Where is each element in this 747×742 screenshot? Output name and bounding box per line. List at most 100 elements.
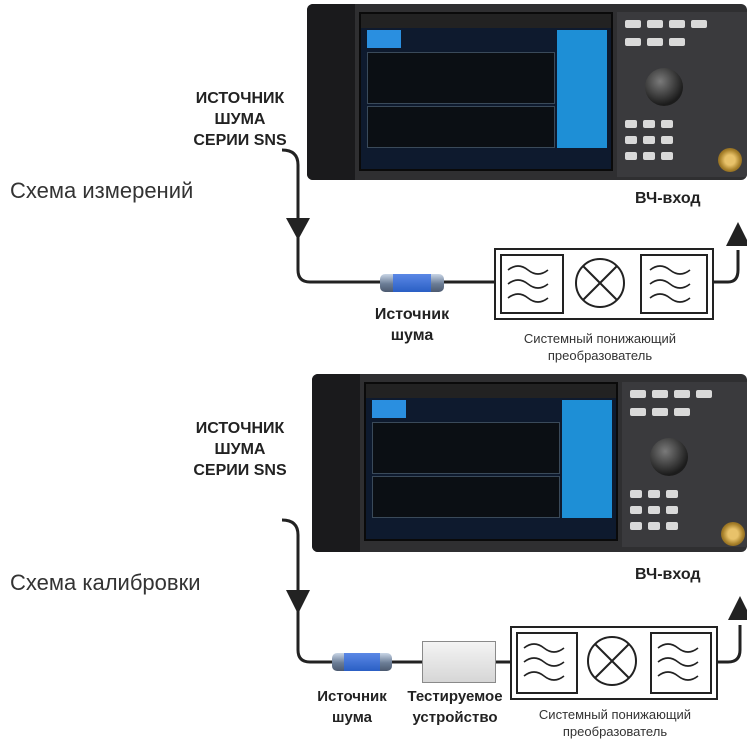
analyzer-knob	[645, 68, 683, 106]
section-title-measurement: Схема измерений	[10, 178, 194, 203]
analyzer-key	[647, 20, 663, 28]
filter-waves	[523, 643, 699, 681]
label-line: преобразователь	[562, 724, 668, 739]
analyzer-key	[652, 390, 668, 398]
analyzer-screen-topbar	[366, 384, 616, 398]
analyzer-trace-panel-2	[367, 106, 555, 148]
signal-analyzer-icon	[307, 4, 747, 180]
arrow-up-icon	[728, 596, 747, 620]
analyzer-key	[625, 152, 637, 160]
label-line: ИСТОЧНИК	[195, 90, 285, 107]
analyzer-key	[647, 38, 663, 46]
filter-icon	[640, 254, 708, 314]
filter-icon	[500, 254, 564, 314]
arrow-down-icon	[286, 218, 310, 240]
noise-source-label: Источник шума	[312, 686, 392, 728]
analyzer-softkey-panel	[557, 30, 607, 148]
label-line: Источник	[317, 688, 387, 705]
cable-path	[712, 250, 740, 284]
analyzer-key	[648, 490, 660, 498]
analyzer-keypad	[622, 382, 747, 547]
noise-source-icon	[380, 274, 444, 292]
noise-source-band	[344, 653, 380, 671]
analyzer-key	[625, 136, 637, 144]
analyzer-key	[630, 506, 642, 514]
analyzer-key	[625, 120, 637, 128]
label-line: ШУМА	[214, 111, 266, 128]
rf-connector-icon	[721, 522, 745, 546]
noise-source-series-label: ИСТОЧНИК ШУМА СЕРИИ SNS	[185, 88, 295, 151]
analyzer-key	[666, 490, 678, 498]
analyzer-screen-topbar	[361, 14, 611, 28]
analyzer-key	[669, 20, 685, 28]
analyzer-trace-panel-1	[367, 52, 555, 104]
analyzer-key	[643, 136, 655, 144]
analyzer-key	[625, 20, 641, 28]
analyzer-screen	[364, 382, 618, 541]
label-line: ШУМА	[214, 441, 266, 458]
mixer-icon	[587, 636, 637, 686]
analyzer-key	[661, 136, 673, 144]
analyzer-key	[625, 38, 641, 46]
analyzer-key	[648, 522, 660, 530]
label-line: Источник	[374, 306, 450, 323]
label-line: Системный понижающий	[538, 707, 692, 722]
analyzer-key	[643, 152, 655, 160]
analyzer-front-bezel	[312, 374, 360, 552]
cable-path	[281, 148, 395, 284]
analyzer-key	[669, 38, 685, 46]
section-title-calibration: Схема калибровки	[10, 570, 201, 595]
analyzer-key	[648, 506, 660, 514]
analyzer-screen	[359, 12, 613, 171]
noise-source-band	[392, 274, 432, 292]
mixer-icon	[575, 258, 625, 308]
analyzer-key	[652, 408, 668, 416]
label-line: преобразователь	[547, 348, 653, 363]
analyzer-front-bezel	[307, 4, 355, 180]
noise-source-series-label: ИСТОЧНИК ШУМА СЕРИИ SNS	[185, 418, 295, 481]
label-line: устройство	[412, 709, 498, 726]
rf-input-label: ВЧ-вход	[635, 566, 701, 583]
dut-label: Тестируемое устройство	[400, 686, 510, 728]
signal-analyzer-icon	[312, 374, 747, 552]
filter-icon	[516, 632, 578, 694]
label-line: Системный понижающий	[523, 331, 677, 346]
analyzer-key	[661, 120, 673, 128]
analyzer-knob	[650, 438, 688, 476]
label-line: СЕРИИ SNS	[193, 462, 287, 479]
analyzer-screen-tab	[367, 30, 401, 48]
analyzer-key	[666, 522, 678, 530]
noise-source-label: Источник шума	[362, 304, 462, 346]
analyzer-screen-tab	[372, 400, 406, 418]
analyzer-key	[630, 390, 646, 398]
cable-path	[716, 625, 742, 664]
analyzer-key	[674, 390, 690, 398]
analyzer-key	[630, 522, 642, 530]
arrow-down-icon	[286, 590, 310, 614]
label-line: шума	[390, 327, 434, 344]
rf-connector-icon	[718, 148, 742, 172]
analyzer-key	[643, 120, 655, 128]
analyzer-key	[696, 390, 712, 398]
arrow-up-icon	[726, 222, 747, 246]
analyzer-key	[691, 20, 707, 28]
filter-waves	[507, 265, 691, 303]
rf-input-label: ВЧ-вход	[635, 190, 701, 207]
analyzer-softkey-panel	[562, 400, 612, 518]
downconverter-label: Системный понижающий преобразователь	[505, 706, 725, 740]
filter-icon	[650, 632, 712, 694]
analyzer-key	[630, 490, 642, 498]
downconverter-label: Системный понижающий преобразователь	[490, 330, 710, 364]
label-line: Тестируемое	[407, 688, 503, 705]
cable-path	[281, 518, 340, 664]
noise-source-icon	[332, 653, 392, 671]
label-line: СЕРИИ SNS	[193, 132, 287, 149]
analyzer-key	[666, 506, 678, 514]
analyzer-key	[630, 408, 646, 416]
analyzer-key	[674, 408, 690, 416]
analyzer-key	[661, 152, 673, 160]
label-line: ИСТОЧНИК	[195, 420, 285, 437]
analyzer-trace-panel-2	[372, 476, 560, 518]
